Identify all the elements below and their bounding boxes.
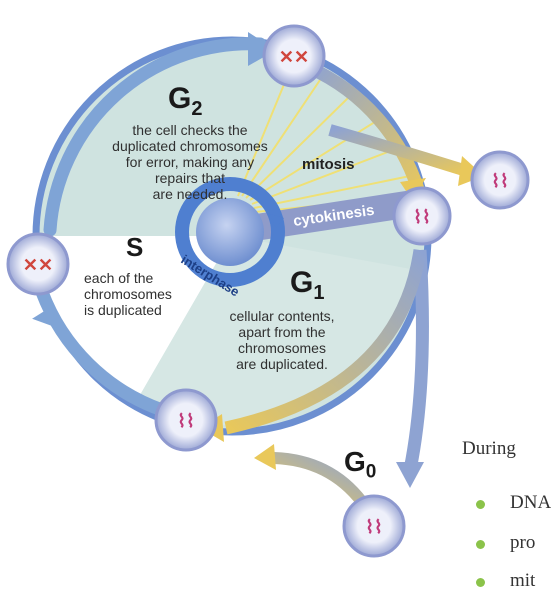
cell-icon: ⌇⌇ [392, 186, 452, 246]
arrow-icon [248, 32, 276, 66]
g0-sub: 0 [365, 461, 377, 483]
chromosome-icon: ⌇⌇ [177, 411, 195, 431]
g0-exit-arrow [403, 249, 429, 472]
g2-title: G2 [168, 82, 202, 121]
g2-letter: G [168, 82, 192, 115]
s-desc-line: chromosomes [84, 286, 172, 302]
mitosis-label: mitosis [302, 156, 355, 173]
side-bullet-2: pro [510, 532, 536, 553]
cell-icon: ✕✕ [6, 232, 70, 296]
side-bullet-1: DNA [510, 492, 551, 513]
cell-icon: ⌇⌇ [154, 388, 218, 452]
g1-desc-line: chromosomes [238, 340, 326, 356]
s-desc-line: each of the [84, 270, 154, 286]
cytokinesis-band [256, 190, 420, 240]
bullet-icon [476, 578, 485, 587]
chromosome-icon: ⌇⌇ [365, 517, 383, 537]
g1-desc-line: are duplicated. [236, 356, 328, 372]
bullet-icon [476, 540, 485, 549]
interphase-core [196, 198, 264, 266]
g1-desc-line: apart from the [238, 324, 326, 340]
g0-title: G0 [344, 446, 376, 484]
division-arrow [328, 124, 472, 178]
arrow-icon [254, 444, 276, 470]
g1-desc-line: cellular contents, [229, 308, 335, 324]
g1-title: G1 [290, 266, 324, 305]
g2-sub: 2 [191, 98, 203, 120]
cell-icon: ⌇⌇ [470, 150, 530, 210]
arrow-icon [396, 462, 424, 488]
g2-desc-line: are needed. [152, 186, 228, 202]
arrow-icon [32, 306, 57, 328]
g1-description: cellular contents, apart from the chromo… [212, 308, 352, 372]
interphase-arrow-icon [270, 214, 284, 228]
g1-return-arrow [224, 249, 427, 435]
bullet-icon [476, 500, 485, 509]
g0-letter: G [344, 446, 366, 477]
interphase-ring [175, 177, 285, 287]
chromosome-icon: ⌇⌇ [413, 207, 431, 227]
side-bullet-3: mit [510, 570, 536, 591]
g2-desc-line: repairs that [154, 170, 226, 186]
s-description: each of the chromosomes is duplicated [84, 270, 172, 318]
g2-desc-line: duplicated chromosomes [112, 138, 268, 154]
g0-return-arrow [273, 452, 367, 506]
g2-desc-line: the cell checks the [132, 122, 248, 138]
chromosome-icon: ✕✕ [279, 47, 309, 67]
side-heading: During [462, 438, 516, 459]
chromosome-icon: ⌇⌇ [491, 171, 509, 191]
s-title: S [126, 232, 144, 262]
g2-desc-line: for error, making any [125, 154, 255, 170]
chromosome-icon: ✕✕ [23, 255, 53, 275]
s-desc-line: is duplicated [84, 302, 162, 318]
cell-icon: ✕✕ [262, 24, 326, 88]
g2-description: the cell checks the duplicated chromosom… [95, 122, 285, 202]
g1-letter: G [290, 266, 314, 299]
cell-icon: ⌇⌇ [342, 494, 406, 558]
g1-sub: 1 [313, 282, 325, 304]
